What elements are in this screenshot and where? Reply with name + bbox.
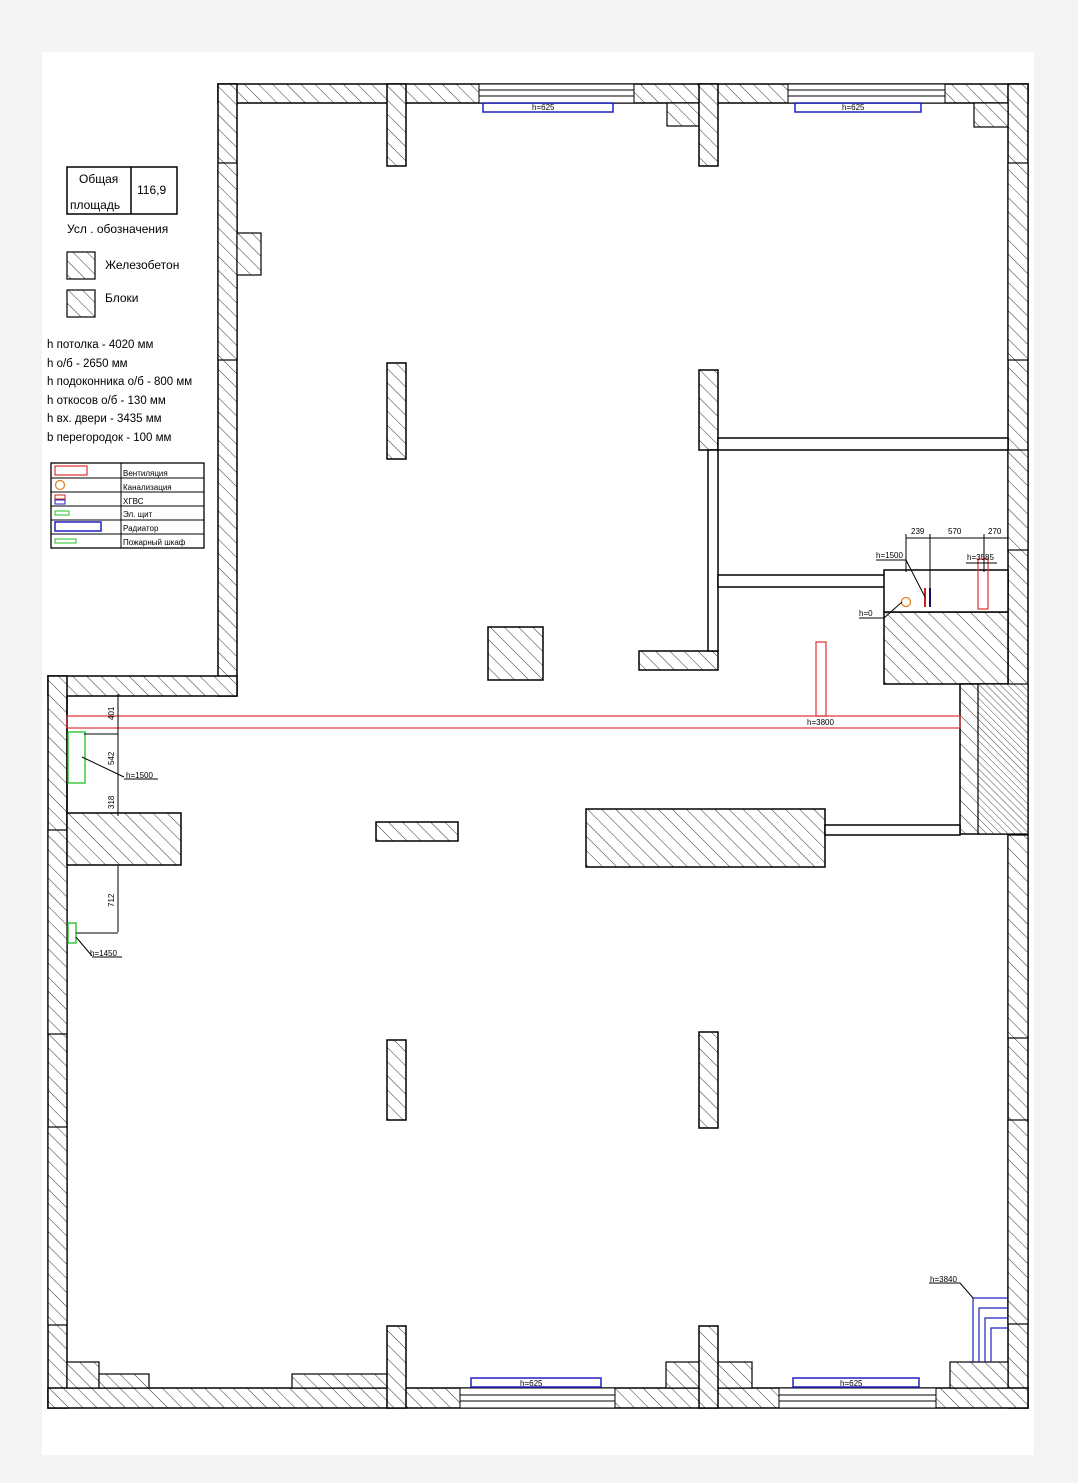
dim-570: 570	[948, 527, 962, 536]
dim-401: 401	[107, 706, 116, 720]
mark-h1450: h=1450	[90, 949, 117, 958]
outer-walls	[47, 83, 1029, 1409]
dim-239: 239	[911, 527, 925, 536]
sym-sewer: Канализация	[123, 483, 172, 492]
legend-title: Усл . обозначения	[67, 222, 168, 236]
dim-712: 712	[107, 893, 116, 907]
note-entry-door: h вх. двери - 3435 мм	[47, 413, 162, 425]
dense-column	[977, 683, 1029, 835]
heating-pipes	[972, 1297, 1008, 1362]
sym-panel: Эл. щит	[123, 510, 153, 519]
area-label-1: Общая	[79, 172, 118, 186]
mark-h1500-panel: h=1500	[126, 771, 153, 780]
mark-h1500-riser: h=1500	[876, 551, 903, 560]
note-partitions: b перегородок - 100 мм	[47, 432, 172, 444]
area-box: Общая площадь 116,9	[66, 166, 178, 215]
mark-rad-bot-right: h=625	[840, 1379, 863, 1388]
electrical-panel	[67, 731, 86, 784]
sym-radiator: Радиатор	[123, 524, 159, 533]
dim-542: 542	[107, 751, 116, 765]
area-value: 116,9	[137, 183, 166, 197]
symbol-table: Вентиляция Канализация ХГВС Эл. щит Ради…	[50, 462, 205, 549]
legend-concrete-swatch	[66, 251, 96, 280]
floor-plan: h=3800 h=625 h=625 h=625 h=625	[47, 83, 1029, 1409]
small-panel	[67, 922, 77, 944]
mark-h3585: h=3585	[967, 553, 994, 562]
mark-rad-top-left: h=625	[532, 103, 555, 112]
note-reveals: h откосов о/б - 130 мм	[47, 395, 166, 407]
height-notes: h потолка - 4020 мм h о/б - 2650 мм h по…	[47, 339, 192, 444]
partitions	[707, 437, 1009, 836]
mark-rad-top-right: h=625	[842, 103, 865, 112]
mark-h3800: h=3800	[807, 718, 834, 727]
dim-270: 270	[988, 527, 1002, 536]
note-sill: h подоконника о/б - 800 мм	[47, 376, 192, 388]
drawing-sheet: h=3800 h=625 h=625 h=625 h=625	[42, 52, 1034, 1455]
mark-h0: h=0	[859, 609, 873, 618]
mark-rad-bot-left: h=625	[520, 1379, 543, 1388]
sym-fire-cabinet: Пожарный шкаф	[123, 538, 186, 547]
radiators	[470, 102, 922, 1388]
legend-blocks-label: Блоки	[105, 291, 139, 305]
sym-water: ХГВС	[123, 497, 144, 506]
ventilation	[66, 558, 989, 729]
windows	[459, 83, 946, 1409]
note-ob: h о/б - 2650 мм	[47, 358, 128, 370]
legend-blocks-swatch	[66, 289, 96, 318]
dim-318: 318	[107, 795, 116, 809]
columns	[66, 83, 1009, 1409]
mark-h3840: h=3840	[930, 1275, 957, 1284]
note-ceiling: h потолка - 4020 мм	[47, 339, 154, 351]
legend-concrete-label: Железобетон	[105, 258, 179, 272]
area-label-2: площадь	[70, 198, 120, 212]
sym-ventilation: Вентиляция	[123, 469, 168, 478]
